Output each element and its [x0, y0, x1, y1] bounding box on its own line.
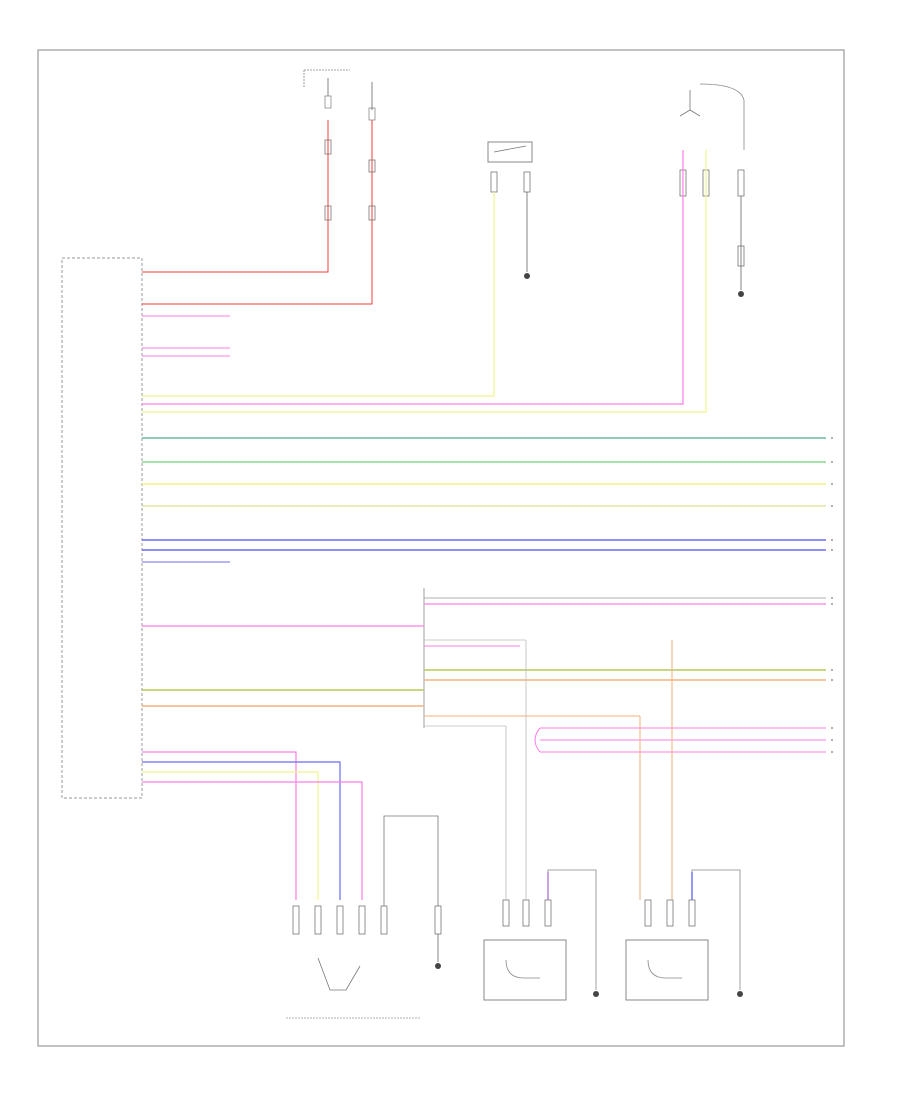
wire-blue-3: [142, 761, 341, 900]
wire-red-2: [142, 120, 373, 305]
wire-pink-5: [142, 781, 363, 900]
module-box: [61, 257, 143, 799]
wire-yellow-1: [142, 192, 495, 397]
left-mirror-unit: [483, 869, 599, 1001]
right-edge-markers: [831, 437, 833, 753]
diagram-frame: [37, 49, 845, 1047]
splice-block: [423, 588, 826, 728]
fuse-top: [303, 69, 376, 121]
pink-triple: [534, 727, 826, 753]
wire-pink-2: [142, 150, 684, 405]
wire-yellow-4: [142, 771, 319, 900]
headlamp-switch: [286, 815, 442, 1019]
wire-yellow-2: [142, 150, 707, 413]
wire-pink-4: [142, 751, 297, 900]
steering-column-switch: [679, 83, 745, 297]
right-mirror-unit: [625, 869, 743, 1001]
connectors-fuse: [324, 139, 376, 221]
wire-red-1: [142, 120, 329, 273]
washer-motor: [487, 141, 533, 279]
